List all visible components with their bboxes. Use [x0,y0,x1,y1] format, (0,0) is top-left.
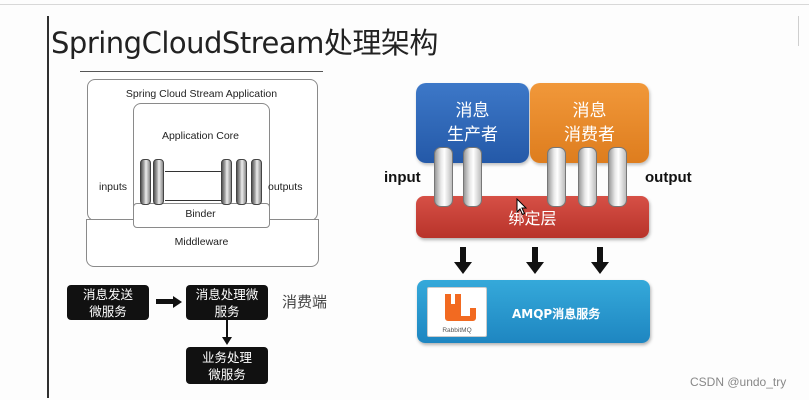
connector-line-bottom [165,200,221,201]
mouse-cursor-icon [516,198,528,216]
output-cylinder-1 [547,147,566,207]
binder-box [133,203,270,228]
rabbitmq-logo: RabbitMQ [427,287,487,337]
down-arrow-icon-3 [591,247,609,274]
flow-arrow-shaft [156,299,173,304]
output-cylinder-2 [578,147,597,207]
rabbitmq-logo-text: RabbitMQ [442,327,472,334]
rabbitmq-icon [445,294,476,321]
csdn-watermark: CSDN @undo_try [690,375,787,389]
amqp-service-label: AMQP消息服务 [512,307,601,321]
input-label: input [384,169,421,186]
right-edge-line [798,16,799,46]
down-arrow-icon-2 [526,247,544,274]
connector-line-top [165,171,221,172]
output-channel-cylinder-3 [251,159,262,205]
sender-service-box: 消息发送 微服务 [67,285,149,320]
binder-layer-label: 绑定层 [508,209,557,228]
input-cylinder-2 [463,147,482,207]
input-channel-cylinder-1 [140,159,151,205]
business-service-box: 业务处理 微服务 [186,347,268,384]
top-border-line [0,4,809,5]
flow-arrow-down-head [222,337,232,345]
down-arrow-icon-1 [454,247,472,274]
input-channel-cylinder-2 [153,159,164,205]
input-cylinder-1 [434,147,453,207]
output-channel-cylinder-1 [221,159,232,205]
application-core-label: Application Core [161,130,240,142]
application-label: Spring Cloud Stream Application [125,88,278,100]
output-label: output [645,169,692,186]
output-channel-cylinder-2 [236,159,247,205]
flow-arrow-down-shaft [226,320,228,339]
processor-service-box: 消息处理微 服务 [186,285,268,320]
middleware-label: Middleware [174,236,229,248]
slide-title: SpringCloudStream处理架构 [51,26,438,60]
title-underline [80,71,323,72]
output-cylinder-3 [608,147,627,207]
binder-label: Binder [185,208,216,220]
flow-arrow-right [173,296,182,308]
inputs-label: inputs [99,181,128,193]
left-vertical-rule [47,16,49,398]
outputs-label: outputs [268,181,303,193]
consumer-side-label: 消费端 [282,293,328,311]
